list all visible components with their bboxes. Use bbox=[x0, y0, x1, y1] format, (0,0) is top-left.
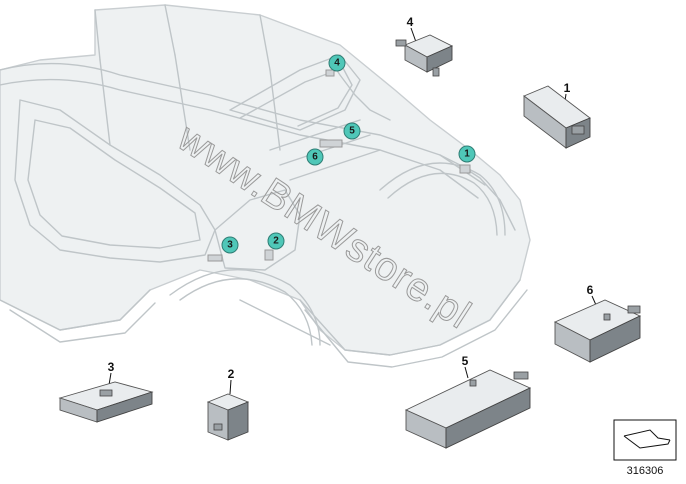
orientation-arrow-icon bbox=[623, 429, 671, 449]
reference-box: 316306 bbox=[613, 419, 677, 477]
svg-text:1: 1 bbox=[564, 81, 571, 95]
svg-text:6: 6 bbox=[587, 283, 594, 297]
part-5-module: 5 bbox=[404, 354, 532, 449]
callout-5: 5 bbox=[343, 122, 361, 140]
part-1-module: 1 bbox=[523, 81, 591, 149]
svg-text:5: 5 bbox=[462, 354, 469, 368]
callout-1: 1 bbox=[458, 145, 476, 163]
part-6-module: 6 bbox=[553, 283, 642, 363]
svg-text:3: 3 bbox=[227, 240, 233, 251]
callout-2: 2 bbox=[267, 232, 285, 250]
callout-3: 3 bbox=[221, 236, 239, 254]
svg-text:4: 4 bbox=[407, 15, 414, 29]
part-4-module: 4 bbox=[395, 15, 454, 77]
svg-text:2: 2 bbox=[273, 236, 279, 247]
svg-text:5: 5 bbox=[349, 126, 355, 137]
reference-number: 316306 bbox=[627, 465, 664, 477]
svg-text:6: 6 bbox=[312, 152, 318, 163]
svg-text:3: 3 bbox=[108, 360, 115, 374]
callout-4: 4 bbox=[328, 54, 346, 72]
svg-text:4: 4 bbox=[334, 58, 340, 69]
callout-6: 6 bbox=[306, 148, 324, 166]
part-3-module: 3 bbox=[58, 360, 154, 423]
car-body-frame bbox=[0, 4, 531, 368]
part-2-module: 2 bbox=[206, 367, 250, 441]
svg-text:2: 2 bbox=[228, 367, 235, 381]
svg-text:1: 1 bbox=[464, 149, 470, 160]
